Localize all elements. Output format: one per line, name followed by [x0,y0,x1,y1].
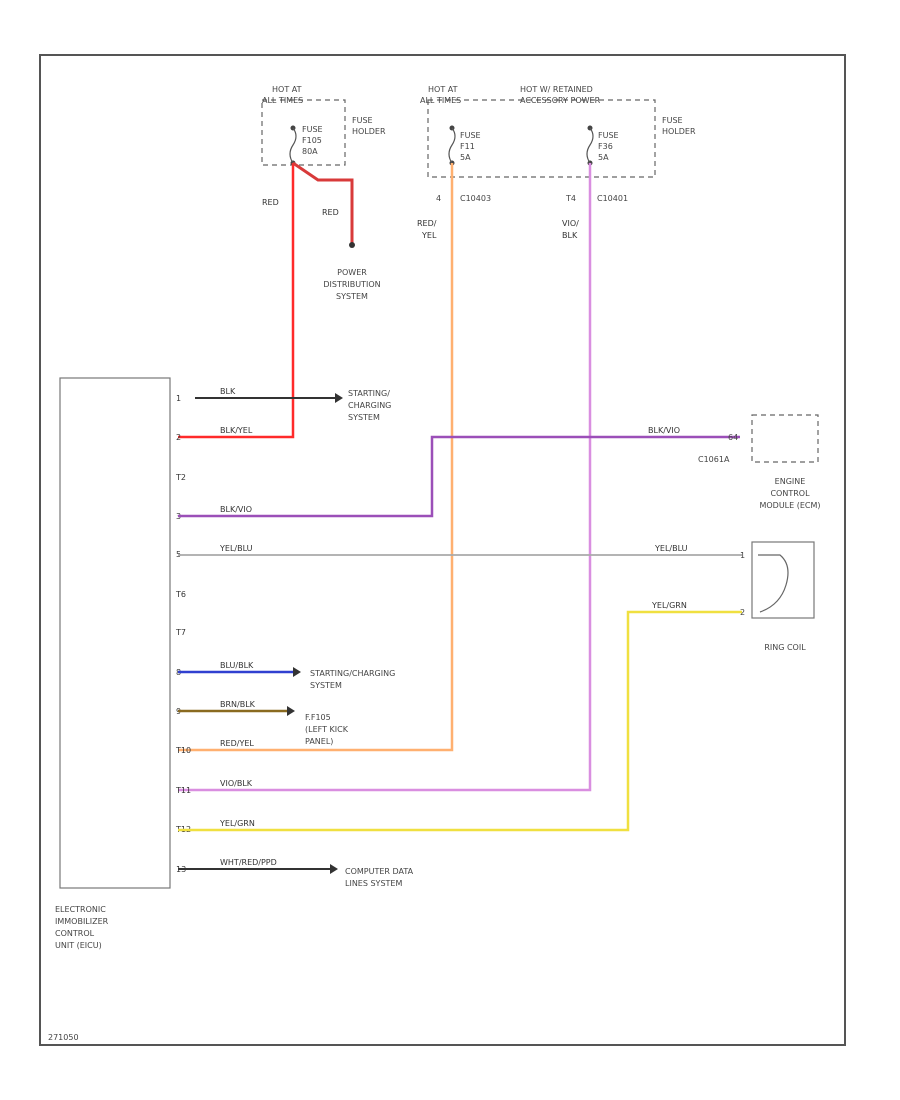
middle-connector-pin: 4 [436,194,441,203]
eicu-box [59,377,171,889]
ring-coil-pin-top: 1 [740,551,745,560]
blk-wire-label: BLK [220,387,236,396]
vio-blk-wire [178,163,592,792]
diagram-id: 271050 [48,1033,79,1042]
vio-blk-wire-label: VIO/BLK [220,779,253,788]
ring-coil-bottom-wire-label: YEL/GRN [651,601,687,610]
left-fuse-label-2: F105 [302,136,322,145]
eicu-pin-1: 1 [176,394,181,403]
computer-data-label-1: COMPUTER DATA [345,867,414,876]
red-wire-label-right: RED [322,208,339,217]
middle-wire-label-2: YEL [421,231,437,240]
starting-charging-2-label-2: SYSTEM [310,681,342,690]
eicu-label-2: IMMOBILIZER [55,917,109,926]
eicu-pin-2: 2 [176,433,181,442]
right-fuse-block: HOT AT ALL TIMES HOT W/ RETAINED ACCESSO… [420,85,696,178]
left-holder-label-2: HOLDER [352,127,386,136]
blk-yel-wire-label: BLK/YEL [220,426,253,435]
right-holder-label-1: FUSE [662,116,683,125]
red-wire-label-left: RED [262,198,279,207]
left-fuse-block: HOT AT ALL TIMES FUSE F105 80A FUSE HOLD… [261,85,386,166]
ecm-label-1: ENGINE [775,477,806,486]
right-connector-pin: T4 [565,194,576,203]
power-distribution-label-2: DISTRIBUTION [323,280,380,289]
ecm-label-3: MODULE (ECM) [759,501,820,510]
yel-grn-wire [178,610,742,832]
yel-blu-wire-label: YEL/BLU [219,544,253,553]
ecm-outline [751,414,819,463]
right-fuse-label-2: F36 [598,142,613,151]
yel-grn-wire-label: YEL/GRN [219,819,255,828]
blk-wire-arrow [335,393,343,403]
ecm-label-2: CONTROL [770,489,810,498]
data-line-wire-arrow [330,864,338,874]
right-wire-label-1: VIO/ [562,219,579,228]
left-fuse-symbol [289,127,297,164]
computer-data-label-2: LINES SYSTEM [345,879,402,888]
ecm-wire-label: BLK/VIO [648,426,680,435]
middle-connector-id: C10403 [460,194,491,203]
starting-charging-1-label-3: SYSTEM [348,413,380,422]
red-yel-wire [178,163,454,752]
red-wire-to-eicu [178,163,295,439]
left-holder-label-1: FUSE [352,116,373,125]
blu-blk-wire-label: BLU/BLK [220,661,254,670]
power-distribution-terminal [349,242,355,248]
fuse-panel-label-1: F.F105 [305,713,331,722]
left-fuse-holder-outline [261,99,346,166]
middle-fuse-symbol [448,127,456,164]
eicu-label-3: CONTROL [55,929,95,938]
middle-fuse-label-3: 5A [460,153,471,162]
left-hot-label-1: HOT AT [272,85,302,94]
middle-hot-label-2: ALL TIMES [420,96,461,105]
right-hot-label-1: HOT W/ RETAINED [520,85,593,94]
left-hot-label-2: ALL TIMES [262,96,303,105]
power-distribution-label-3: SYSTEM [336,292,368,301]
right-fuse-label-3: 5A [598,153,609,162]
middle-fuse-label-2: F11 [460,142,475,151]
right-hot-label-2: ACCESSORY POWER [520,96,601,105]
eicu-pin-t2: T2 [175,473,186,482]
red-wire-to-power-distribution [292,161,354,245]
ring-coil-pin-bottom: 2 [740,608,745,617]
ring-coil-label: RING COIL [764,643,806,652]
blk-vio-wire [178,435,740,518]
diagram-frame [39,54,846,1046]
eicu-pin-t11: T11 [175,786,191,795]
right-fuse-symbol [586,127,594,164]
brn-blk-wire-arrow [287,706,295,716]
middle-fuse-label-1: FUSE [460,131,481,140]
eicu-label-1: ELECTRONIC [55,905,106,914]
eicu-label-4: UNIT (EICU) [55,941,102,950]
starting-charging-1-label-1: STARTING/ [348,389,390,398]
right-fuse-label-1: FUSE [598,131,619,140]
fuse-panel-label-3: PANEL) [305,737,333,746]
blk-vio-wire-label: BLK/VIO [220,505,252,514]
eicu-pin-t7: T7 [175,628,186,637]
ring-coil-symbol [758,554,789,613]
ecm-pin: 64 [728,433,738,442]
power-distribution-label-1: POWER [337,268,367,277]
ring-coil-top-wire-label: YEL/BLU [654,544,688,553]
right-wire-label-2: BLK [562,231,578,240]
right-holder-label-2: HOLDER [662,127,696,136]
starting-charging-1-label-2: CHARGING [348,401,391,410]
eicu-pin-t6: T6 [175,590,186,599]
starting-charging-2-label-1: STARTING/CHARGING [310,669,395,678]
eicu-pin-t10: T10 [175,746,191,755]
ring-coil-box [751,541,815,619]
ecm-connector-id: C1061A [698,455,730,464]
fuse-panel-label-2: (LEFT KICK [305,725,349,734]
left-fuse-label-1: FUSE [302,125,323,134]
brn-blk-wire-label: BRN/BLK [220,700,256,709]
blu-blk-wire-arrow [293,667,301,677]
middle-hot-label-1: HOT AT [428,85,458,94]
left-fuse-label-3: 80A [302,147,318,156]
data-line-wire-label: WHT/RED/PPD [220,858,277,867]
red-yel-wire-label: RED/YEL [220,739,254,748]
middle-wire-label-1: RED/ [417,219,437,228]
right-connector-id: C10401 [597,194,628,203]
